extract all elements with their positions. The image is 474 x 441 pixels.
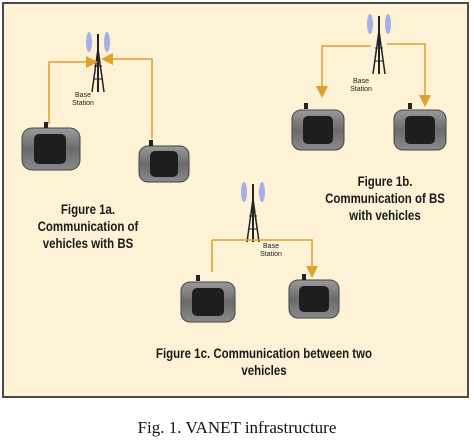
vanet-diagram: Base Station Base Station Base Station F… — [2, 2, 469, 398]
v2v-arrow-top-c — [212, 239, 318, 278]
uplink-arrow-left-a — [48, 56, 98, 124]
panel-b — [291, 14, 447, 151]
caption-a: Figure 1a. Communication of vehicles wit… — [20, 202, 156, 253]
vehicle-b1 — [291, 103, 345, 151]
figure-caption: Fig. 1. VANET infrastructure — [137, 418, 337, 437]
tower-c — [241, 182, 265, 243]
vehicle-c1 — [180, 275, 236, 323]
base-station-label-c: Base Station — [260, 243, 282, 258]
vehicle-c2 — [288, 274, 340, 319]
panel-c — [180, 182, 340, 323]
tower-b — [367, 14, 391, 75]
caption-a-line-2: Communication of — [37, 218, 139, 234]
vehicle-b2 — [393, 103, 447, 151]
uplink-arrow-right-a — [101, 53, 153, 139]
diagram-graphics — [21, 14, 447, 323]
caption-b: Figure 1b. Communication of BS with vehi… — [313, 174, 458, 225]
caption-b-line-3: with vehicles — [349, 207, 421, 223]
vehicle-a1 — [21, 122, 81, 171]
caption-a-line-1: Figure 1a. — [60, 202, 116, 217]
vehicle-a2 — [138, 140, 190, 183]
downlink-arrow-right-b — [387, 43, 431, 107]
caption-a-line-3: vehicles with BS — [42, 235, 134, 251]
base-station-label-b: Base Station — [350, 78, 372, 93]
downlink-arrow-left-b — [316, 45, 371, 98]
caption-b-line-2: Communication of BS — [325, 190, 445, 206]
caption-b-line-1: Figure 1b. — [357, 174, 413, 189]
caption-c-line-1: Figure 1c. Communication between two — [155, 346, 373, 361]
caption-c-line-2: vehicles — [241, 362, 287, 378]
caption-c: Figure 1c. Communication between two veh… — [137, 346, 392, 380]
base-station-label-a: Base Station — [72, 92, 94, 107]
panel-a — [21, 32, 190, 183]
